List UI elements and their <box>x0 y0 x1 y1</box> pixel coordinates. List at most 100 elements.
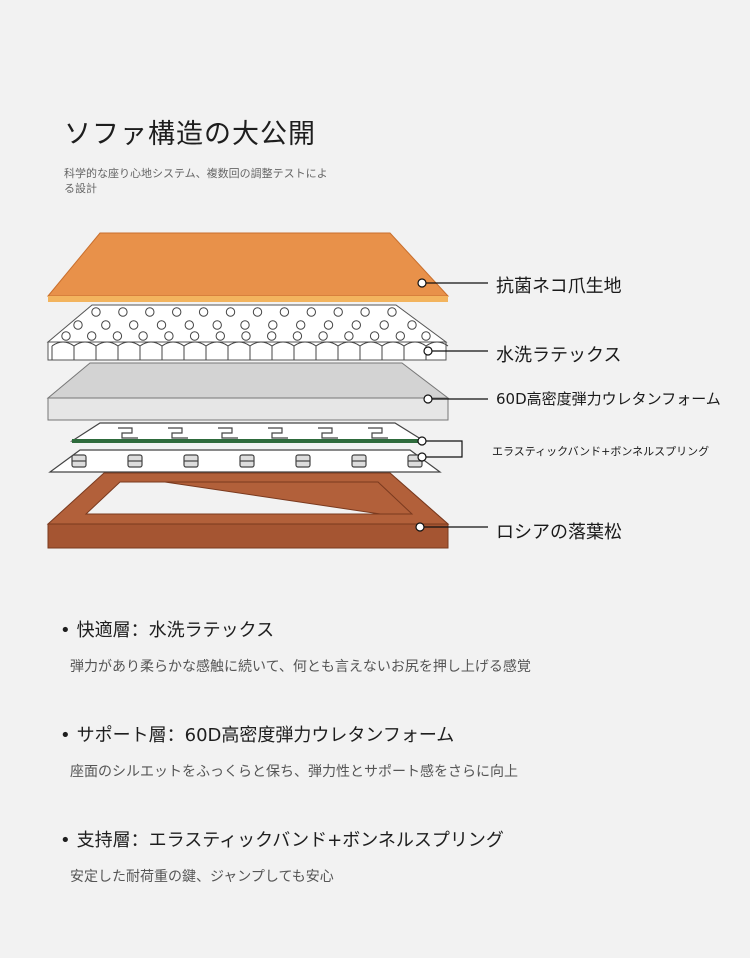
connector-dot-spring <box>417 452 427 462</box>
bullet: • <box>60 620 71 641</box>
spring-zigzag <box>168 427 188 439</box>
latex-hole <box>189 331 200 341</box>
latex-hole <box>184 320 195 330</box>
latex-scallop <box>227 341 251 347</box>
connector-dot-band <box>417 436 427 446</box>
bullet: • <box>60 725 71 746</box>
latex-hole <box>369 331 380 341</box>
latex-hole <box>198 307 209 317</box>
latex-hole <box>112 331 123 341</box>
latex-hole <box>268 320 278 330</box>
latex-hole <box>212 320 222 330</box>
latex-hole <box>129 320 139 330</box>
latex-layer <box>46 304 449 361</box>
latex-hole <box>87 331 97 341</box>
foam-layer-edge <box>47 397 449 421</box>
connector-dot-fabric <box>417 278 427 288</box>
latex-scallop <box>293 341 317 347</box>
latex-scallop <box>73 341 97 347</box>
latex-hole <box>61 331 71 341</box>
latex-hole <box>145 307 155 317</box>
layer-label-fabric: 抗菌ネコ爪生地 <box>496 276 622 297</box>
latex-hole <box>215 331 226 341</box>
latex-hole <box>267 331 277 341</box>
page-subtitle: 科学的な座り心地システム、複数回の調整テストによる設計 <box>64 167 328 195</box>
latex-scallop <box>381 341 405 347</box>
latex-hole <box>333 307 343 317</box>
latex-scallop <box>359 341 383 347</box>
latex-hole <box>421 331 431 341</box>
latex-hole <box>138 331 148 341</box>
fabric-layer <box>46 232 450 302</box>
layer-label-latex: 水洗ラテックス <box>496 345 622 366</box>
connector-lines <box>415 278 488 532</box>
latex-hole <box>225 307 236 317</box>
latex-hole <box>241 331 251 341</box>
feature-description: 弾力があり柔らかな感触に続いて、何とも言えないお尻を押し上げる感覚 <box>70 659 531 675</box>
latex-hole <box>101 320 111 330</box>
feature-title-text: 快適層：水洗ラテックス <box>76 620 275 641</box>
feature-title: •サポート層：60D高密度弾力ウレタンフォーム <box>60 724 700 748</box>
latex-hole <box>118 307 128 317</box>
latex-hole <box>240 320 250 330</box>
latex-hole <box>164 331 174 341</box>
latex-hole <box>395 331 405 341</box>
latex-hole <box>172 307 182 317</box>
latex-hole <box>91 307 101 317</box>
connector-dot-latex <box>423 346 433 356</box>
larch-frame-edge <box>47 523 449 549</box>
latex-scallop <box>315 341 339 347</box>
latex-scallop <box>95 341 119 347</box>
feature-description: 安定した耐荷重の鍵、ジャンプしても安心 <box>70 869 334 885</box>
page-title: ソファ構造の大公開 <box>64 119 316 150</box>
spring-zigzag <box>118 427 138 439</box>
fabric-layer-edge <box>48 296 448 302</box>
feature-base-layer: •支持層：エラスティックバンド+ボンネルスプリング 安定した耐荷重の鍵、ジャンプ… <box>60 829 700 886</box>
feature-title-text: 支持層：エラスティックバンド+ボンネルスプリング <box>76 830 504 851</box>
latex-scallop <box>205 341 229 347</box>
spring-zigzags <box>118 427 388 439</box>
latex-hole <box>351 320 361 330</box>
foam-layer-top <box>46 362 450 399</box>
feature-comfort-layer: •快適層：水洗ラテックス 弾力があり柔らかな感触に続いて、何とも言えないお尻を押… <box>60 619 700 676</box>
latex-hole <box>279 307 290 317</box>
bullet: • <box>60 830 71 851</box>
latex-scallop <box>139 341 163 347</box>
feature-title: •快適層：水洗ラテックス <box>60 619 700 643</box>
latex-hole <box>379 320 389 330</box>
latex-scallop <box>117 341 141 347</box>
larch-frame-layer <box>46 472 450 549</box>
feature-support-layer: •サポート層：60D高密度弾力ウレタンフォーム 座面のシルエットをふっくらと保ち… <box>60 724 700 781</box>
latex-hole <box>292 331 303 341</box>
latex-hole <box>360 307 370 317</box>
latex-scallop <box>337 341 361 347</box>
spring-layer <box>48 422 442 473</box>
feature-description: 座面のシルエットをふっくらと保ち、弾力性とサポート感をさらに向上 <box>70 764 518 780</box>
latex-scallop <box>425 341 449 347</box>
feature-title-text: サポート層：60D高密度弾力ウレタンフォーム <box>76 725 455 746</box>
latex-scallop <box>249 341 273 347</box>
spring-zigzag <box>268 427 288 439</box>
latex-scallop <box>51 341 75 347</box>
latex-scallop <box>183 341 207 347</box>
foam-layer <box>46 362 450 421</box>
latex-hole <box>318 331 328 341</box>
layer-label-frame: ロシアの落葉松 <box>496 522 622 543</box>
latex-scallop <box>161 341 185 347</box>
spring-zigzag <box>218 427 238 439</box>
spring-clips <box>71 454 423 468</box>
latex-hole <box>306 307 316 317</box>
latex-hole <box>344 331 354 341</box>
spring-zigzag <box>318 427 338 439</box>
latex-layer-top <box>46 304 448 343</box>
spring-zigzag <box>368 427 388 439</box>
latex-hole <box>387 307 397 317</box>
layer-diagram <box>46 232 488 549</box>
fabric-layer-top <box>46 232 450 297</box>
layer-label-foam: 60D高密度弾力ウレタンフォーム <box>496 390 721 408</box>
latex-holes <box>61 307 431 341</box>
connector-dot-foam <box>423 394 433 404</box>
latex-hole <box>252 307 263 317</box>
latex-layer-edge <box>47 341 447 361</box>
latex-hole <box>407 320 417 330</box>
